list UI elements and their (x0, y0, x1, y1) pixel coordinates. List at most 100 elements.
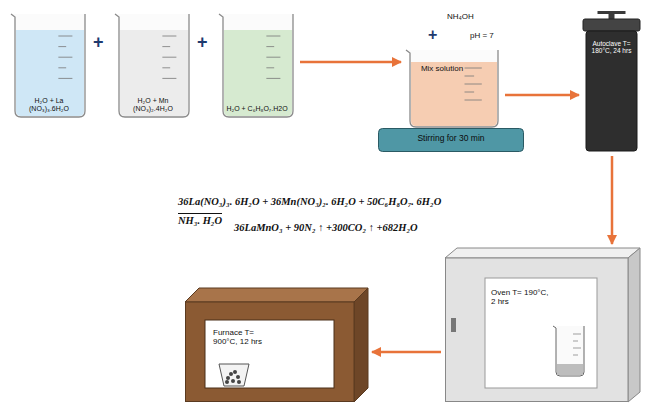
plus-sign-box: + (197, 32, 208, 53)
scale-mark (162, 78, 176, 79)
equation-products: 36LaMnO₃ + 90N₂ ↑ +300CO₂ ↑ +682H₂O (234, 222, 418, 234)
scale-mark (266, 57, 280, 58)
scale-mark (266, 67, 274, 68)
beaker-powder (557, 364, 583, 375)
furnace-side (354, 288, 368, 402)
text-area: Oven T= 190°C, 2 hrs (491, 288, 549, 306)
scale-mark (573, 341, 578, 342)
text-area: Stirring for 30 min (382, 134, 520, 144)
crucible (219, 364, 249, 386)
beaker-outline (405, 48, 501, 128)
scale-mark (573, 355, 578, 356)
scale-mark (465, 92, 475, 93)
beaker-manganese: H₂O + Mn (NO₃)₂.4H₂O (114, 12, 192, 118)
scale-mark (266, 46, 274, 47)
process-arrow (505, 94, 579, 97)
node-text: H₂O + Mn (NO₃)₂.4H₂O (118, 97, 188, 113)
plus-sign-box: + (428, 26, 437, 44)
node-text: Stirring for 30 min (382, 134, 520, 144)
scale-mark (266, 78, 280, 79)
scale-mark (465, 84, 482, 85)
powder-grain (233, 370, 237, 374)
powder-grain (237, 380, 241, 384)
beaker-liquid (411, 62, 497, 126)
node-text: Furnace T= 900°C, 12 hrs (213, 328, 277, 346)
oven-window (485, 278, 597, 388)
powder-grain (231, 379, 235, 383)
text-area: Furnace T= 900°C, 12 hrs (213, 328, 277, 346)
text-area: H₂O + Mn (NO₃)₂.4H₂O (118, 97, 188, 113)
beaker-glass (553, 326, 584, 376)
ph-label: pH = 7 (470, 31, 494, 40)
autoclave-lid (583, 19, 640, 31)
equation-reagent-box: NH₃. H₂O (178, 213, 222, 227)
mix-beaker: Mix solution (405, 48, 501, 128)
powder-grain (226, 376, 230, 380)
scale-mark (58, 46, 66, 47)
process-arrow (372, 351, 441, 354)
plus-sign-box: + (93, 32, 104, 53)
node-text: Autoclave T= 180°C, 24 hrs (589, 40, 634, 55)
scale-mark (162, 57, 176, 58)
autoclave-stem (609, 13, 615, 19)
scale-mark (58, 78, 72, 79)
beaker-liquid (224, 30, 292, 116)
crucible-body (219, 364, 249, 386)
node-text: Oven T= 190°C, 2 hrs (491, 288, 549, 306)
oven-front (446, 258, 629, 402)
furnace-outline (185, 288, 368, 402)
furnace-top (185, 288, 368, 302)
beaker-citric-acid: H₂O + C₆H₈O₇.H2O (218, 12, 296, 118)
equation-reactants: 36La(NO₃)₃. 6H₂O + 36Mn(NO₃)₂. 6H₂O + 50… (178, 196, 441, 208)
equation-products-box: 36LaMnO₃ + 90N₂ ↑ +300CO₂ ↑ +682H₂O (234, 222, 418, 234)
text-area: Mix solution (411, 64, 473, 73)
oven-beaker (553, 326, 584, 376)
furnace: Furnace T= 900°C, 12 hrs (185, 288, 368, 402)
scale-mark (58, 57, 72, 58)
beaker-lanthanum: H₂O + La (NO₃)₃.6H₂O (10, 12, 88, 118)
furnace-window (205, 320, 334, 388)
autoclave-body (586, 31, 637, 151)
scale-mark (573, 334, 581, 335)
stirrer-plate: Stirring for 30 min (378, 128, 524, 152)
oven-side (628, 248, 640, 402)
ph-label-box: pH = 7 (470, 31, 494, 40)
scale-mark (266, 36, 280, 37)
plus-sign: + (93, 32, 104, 53)
beaker-outline (218, 12, 296, 118)
process-arrow (611, 156, 614, 244)
node-text: H₂O + La (NO₃)₃.6H₂O (14, 97, 84, 113)
beaker-glass (11, 14, 85, 117)
oven-top (445, 248, 640, 258)
scale-mark (58, 36, 72, 37)
scale-mark (465, 76, 475, 77)
powder-grain (236, 375, 240, 379)
reagent-label: NH₄OH (447, 12, 474, 21)
plus-sign: + (428, 26, 437, 44)
oven-handle (451, 318, 456, 332)
stirrer-body (379, 129, 524, 152)
plus-sign: + (197, 32, 208, 53)
text-area: Autoclave T= 180°C, 24 hrs (589, 40, 634, 55)
reagent-label-box: NH₄OH (447, 12, 474, 21)
powder-grain (229, 372, 233, 376)
node-text: Mix solution (411, 64, 473, 73)
node-text: H₂O + C₆H₈O₇.H2O (222, 105, 292, 113)
text-area: H₂O + La (NO₃)₃.6H₂O (14, 97, 84, 113)
oven: Oven T= 190°C, 2 hrs (445, 248, 640, 402)
text-area: H₂O + C₆H₈O₇.H2O (222, 105, 292, 113)
equation-reactants-box: 36La(NO₃)₃. 6H₂O + 36Mn(NO₃)₂. 6H₂O + 50… (178, 196, 441, 208)
scale-mark (465, 68, 482, 69)
scale-mark (573, 348, 581, 349)
furnace-front (186, 302, 355, 402)
equation-reagent: NH₃. H₂O (178, 213, 222, 227)
oven-outline (445, 248, 640, 402)
scale-mark (465, 100, 482, 101)
scale-mark (162, 46, 170, 47)
beaker-glass (115, 14, 189, 117)
powder-grain (225, 380, 229, 384)
scale-mark (162, 67, 170, 68)
autoclave-outline (583, 10, 640, 152)
scale-mark (162, 36, 176, 37)
